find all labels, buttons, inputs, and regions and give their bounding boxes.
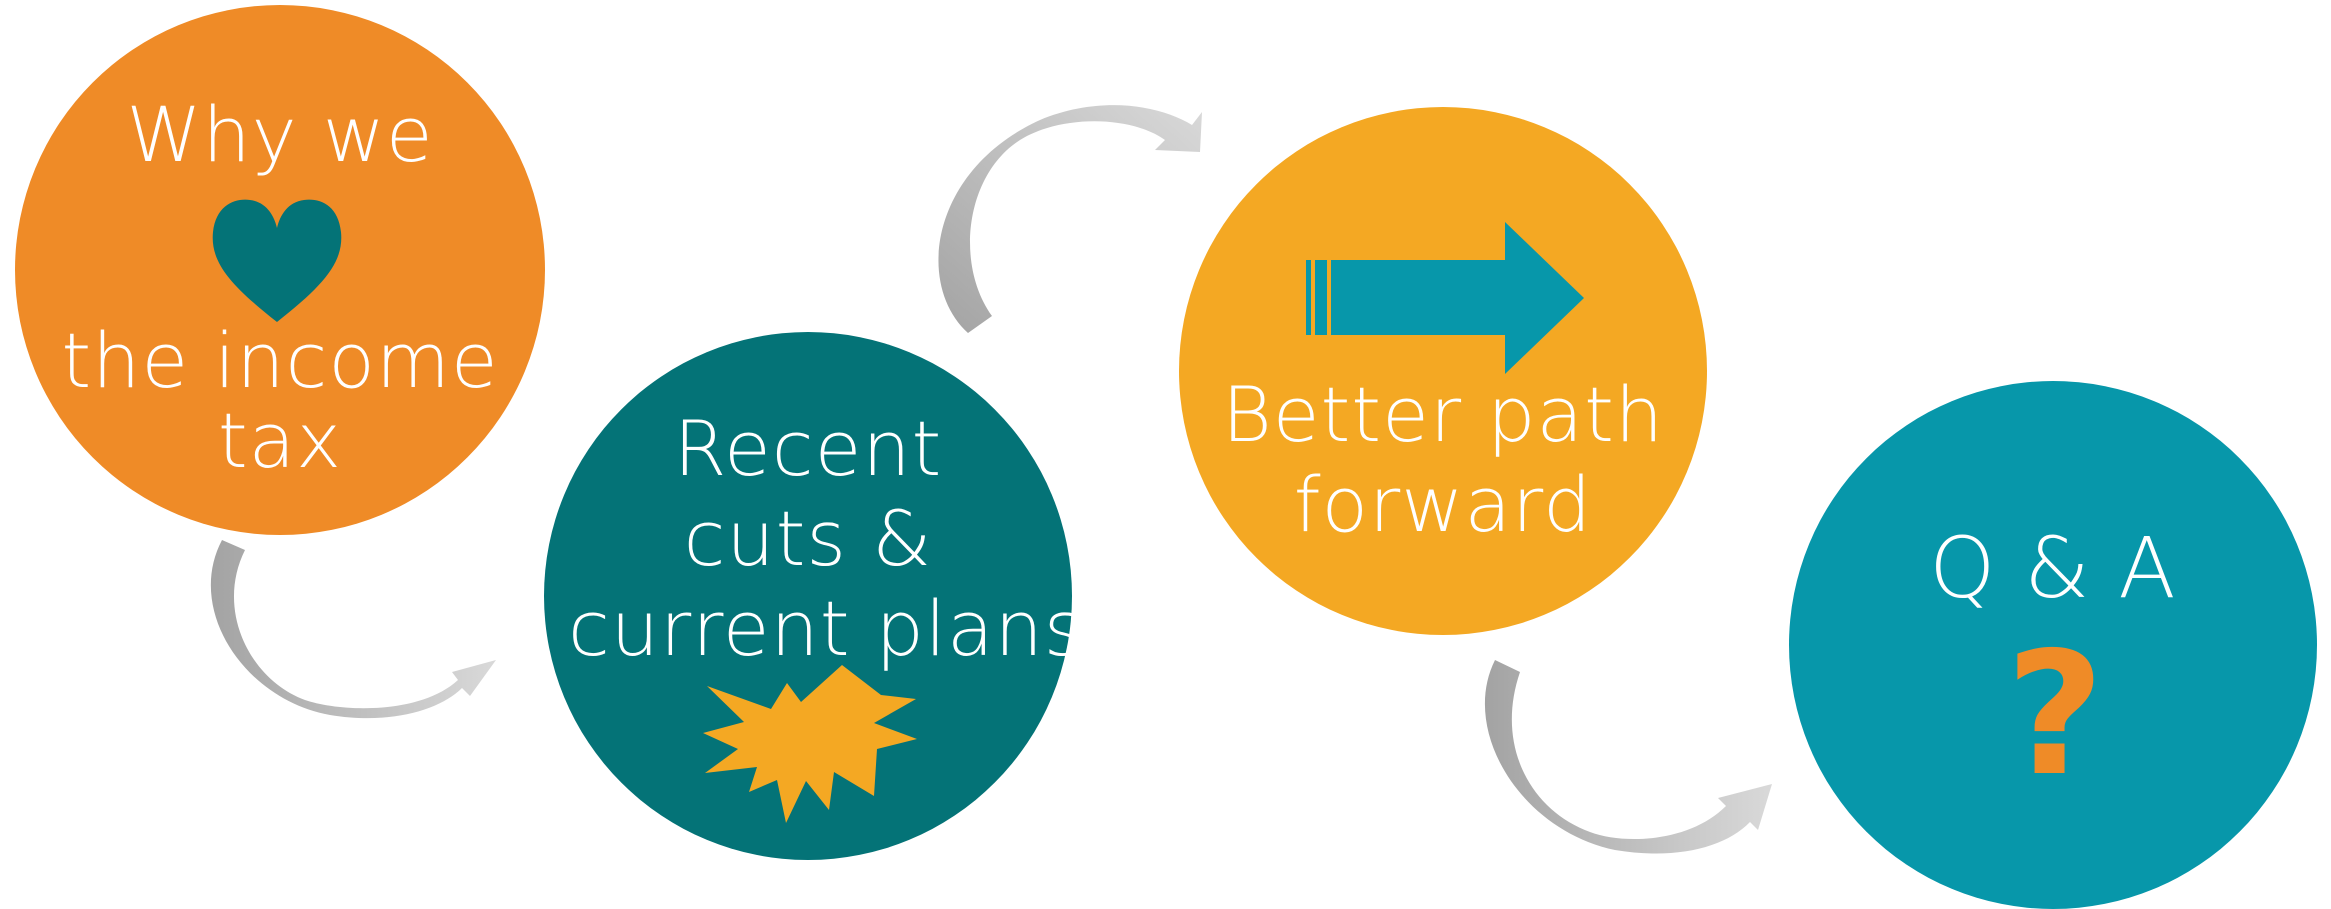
step-2-line-3: current plans [568,584,1085,673]
step-2-circle [544,332,1072,860]
step-2-line-1: Recent [673,404,943,493]
step-1-line-2: the income [61,316,499,405]
step-2-label: Recent cuts & current plans [568,404,1085,674]
connector-arrow-1 [210,540,496,719]
right-arrow-icon [1306,222,1584,374]
step-3-circle [1179,107,1707,635]
heart-icon [212,199,342,322]
step-4-circle [1789,381,2317,909]
step-3-line-1: Better path [1221,370,1665,459]
step-3-label: Better path forward [1213,370,1673,550]
step-1-line-1: Why we [126,90,434,179]
step-1-line-3: tax [217,396,343,485]
step-4-line-1: Q & A [1929,519,2177,617]
step-2-line-2: cuts & [683,494,933,583]
step-4-label: Q & A [1843,520,2263,616]
question-mark-icon: ? [2005,616,2105,814]
starburst-icon [703,665,917,823]
connector-arrow-2 [938,105,1202,333]
step-3-line-2: forward [1293,460,1593,549]
connector-arrow-3 [1484,660,1772,854]
